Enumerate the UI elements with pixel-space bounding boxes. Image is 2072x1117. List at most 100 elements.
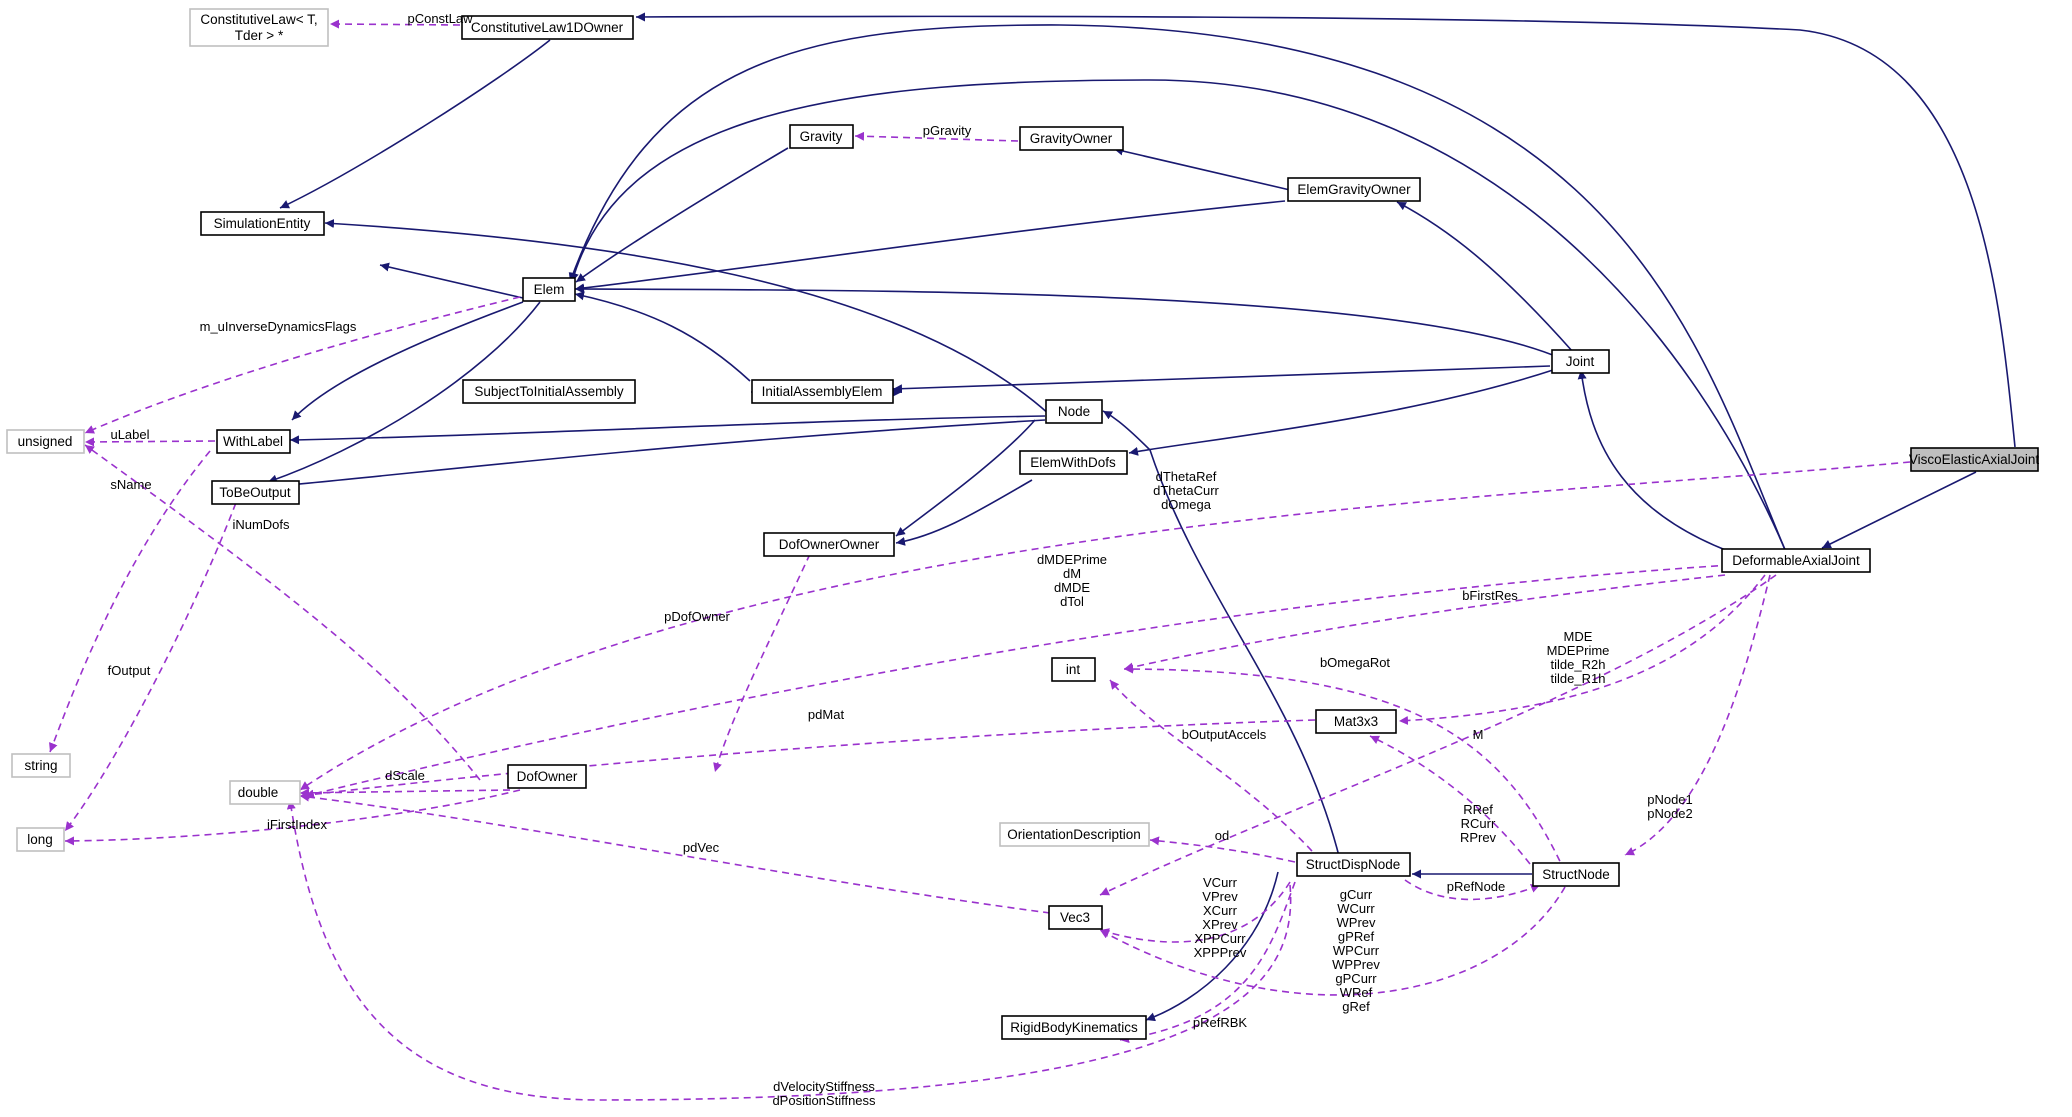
- node-double-label: double: [238, 785, 279, 800]
- edge-label: RRef: [1463, 802, 1493, 817]
- edge-label: pNode1: [1647, 792, 1693, 807]
- node-unsigned[interactable]: unsigned: [6, 429, 85, 454]
- node-rigid-body-kinematics[interactable]: RigidBodyKinematics: [1001, 1015, 1147, 1040]
- node-visco-elastic-axial-joint[interactable]: ViscoElasticAxialJoint: [1909, 447, 2040, 472]
- edge-label: dOmega: [1161, 497, 1212, 512]
- edge-label: RCurr: [1461, 816, 1496, 831]
- node-gravity-owner-label: GravityOwner: [1030, 131, 1113, 146]
- node-deformable-axial-joint[interactable]: DeformableAxialJoint: [1721, 548, 1871, 573]
- edge-label: sName: [110, 477, 151, 492]
- edge-label: uLabel: [110, 427, 149, 442]
- edge-label: pConstLaw: [407, 11, 473, 26]
- node-dof-owner-owner[interactable]: DofOwnerOwner: [763, 532, 895, 557]
- node-node[interactable]: Node: [1045, 399, 1103, 424]
- node-double[interactable]: double: [229, 780, 301, 805]
- node-to-be-output[interactable]: ToBeOutput: [211, 480, 300, 505]
- node-long[interactable]: long: [16, 827, 65, 852]
- edge-label: tilde_R1h: [1551, 671, 1606, 686]
- edge-labels: pConstLaw pGravity m_uInverseDynamicsFla…: [108, 11, 1693, 1108]
- edge-label: fOutput: [108, 663, 151, 678]
- edge-label: bFirstRes: [1462, 588, 1518, 603]
- node-to-be-output-label: ToBeOutput: [219, 485, 291, 500]
- edge-label: bOutputAccels: [1182, 727, 1267, 742]
- node-dof-owner-owner-label: DofOwnerOwner: [779, 537, 880, 552]
- node-constitutive-law[interactable]: ConstitutiveLaw< T, Tder > *: [189, 8, 329, 47]
- node-struct-disp-node[interactable]: StructDispNode: [1296, 852, 1411, 877]
- edge-label: WPrev: [1337, 915, 1377, 930]
- node-simulation-entity-label: SimulationEntity: [214, 216, 311, 231]
- edge-label: pdMat: [808, 707, 845, 722]
- edge-label: XPPPrev: [1194, 945, 1247, 960]
- edge-label: M: [1473, 727, 1484, 742]
- node-constitutive-law-1d-owner[interactable]: ConstitutiveLaw1DOwner: [461, 15, 634, 40]
- edge-label: pRefNode: [1447, 879, 1506, 894]
- node-elem[interactable]: Elem: [522, 277, 576, 302]
- node-with-label[interactable]: WithLabel: [216, 429, 291, 454]
- edge-label: WPPrev: [1332, 957, 1380, 972]
- node-elem-with-dofs[interactable]: ElemWithDofs: [1019, 450, 1128, 475]
- edge-label: pdVec: [683, 840, 720, 855]
- node-joint-label: Joint: [1566, 354, 1595, 369]
- edge-label: dVelocityStiffness: [773, 1079, 875, 1094]
- node-simulation-entity[interactable]: SimulationEntity: [200, 211, 325, 236]
- node-mat3x3[interactable]: Mat3x3: [1315, 709, 1397, 734]
- node-initial-assembly-elem[interactable]: InitialAssemblyElem: [751, 379, 894, 404]
- edge-label: WRef: [1340, 985, 1373, 1000]
- node-vec3-label: Vec3: [1060, 910, 1090, 925]
- node-int[interactable]: int: [1051, 657, 1096, 682]
- node-with-label-label: WithLabel: [223, 434, 283, 449]
- node-struct-node[interactable]: StructNode: [1532, 862, 1620, 887]
- node-constitutive-law-1d-owner-label: ConstitutiveLaw1DOwner: [471, 20, 624, 35]
- edge-label: XPPCurr: [1194, 931, 1246, 946]
- edge-label: gRef: [1342, 999, 1370, 1014]
- node-int-label: int: [1066, 662, 1081, 677]
- edge-label: dTol: [1060, 594, 1084, 609]
- node-elem-gravity-owner-label: ElemGravityOwner: [1297, 182, 1411, 197]
- node-dof-owner[interactable]: DofOwner: [507, 764, 587, 789]
- node-subject-to-initial-assembly-label: SubjectToInitialAssembly: [474, 384, 624, 399]
- edge-label: gPRef: [1338, 929, 1375, 944]
- node-rigid-body-kinematics-label: RigidBodyKinematics: [1010, 1020, 1138, 1035]
- edge-label: gPCurr: [1335, 971, 1377, 986]
- node-deformable-axial-joint-label: DeformableAxialJoint: [1732, 553, 1860, 568]
- node-gravity-owner[interactable]: GravityOwner: [1019, 126, 1124, 151]
- node-initial-assembly-elem-label: InitialAssemblyElem: [762, 384, 883, 399]
- edge-label: WPCurr: [1333, 943, 1380, 958]
- edge-label: tilde_R2h: [1551, 657, 1606, 672]
- node-elem-label: Elem: [534, 282, 565, 297]
- edge-label: VPrev: [1202, 889, 1238, 904]
- edge-label: MDE: [1564, 629, 1593, 644]
- node-long-label: long: [27, 832, 53, 847]
- node-gravity[interactable]: Gravity: [789, 124, 854, 149]
- edge-label: XCurr: [1203, 903, 1238, 918]
- node-elem-with-dofs-label: ElemWithDofs: [1030, 455, 1116, 470]
- node-struct-node-label: StructNode: [1542, 867, 1610, 882]
- edge-label: RPrev: [1460, 830, 1497, 845]
- node-vec3[interactable]: Vec3: [1048, 905, 1103, 930]
- node-visco-elastic-axial-joint-label: ViscoElasticAxialJoint: [1909, 452, 2040, 467]
- node-elem-gravity-owner[interactable]: ElemGravityOwner: [1287, 177, 1421, 202]
- node-orientation-description[interactable]: OrientationDescription: [999, 822, 1150, 847]
- node-dof-owner-label: DofOwner: [517, 769, 578, 784]
- edge-label: WCurr: [1337, 901, 1375, 916]
- inheritance-edges: [267, 12, 2016, 1022]
- edge-label: pNode2: [1647, 806, 1693, 821]
- node-constitutive-law-label-2: Tder > *: [235, 28, 284, 43]
- node-unsigned-label: unsigned: [18, 434, 73, 449]
- edge-label: dM: [1063, 566, 1081, 581]
- edge-label: bOmegaRot: [1320, 655, 1390, 670]
- node-subject-to-initial-assembly[interactable]: SubjectToInitialAssembly: [462, 379, 636, 404]
- edge-label: dPositionStiffness: [772, 1093, 876, 1108]
- edge-label: gCurr: [1340, 887, 1373, 902]
- edge-label: dThetaRef: [1156, 469, 1217, 484]
- edge-label: pRefRBK: [1193, 1015, 1248, 1030]
- node-string[interactable]: string: [11, 753, 71, 778]
- edge-label: od: [1215, 828, 1229, 843]
- edge-label: VCurr: [1203, 875, 1238, 890]
- edge-label: MDEPrime: [1547, 643, 1610, 658]
- node-joint[interactable]: Joint: [1551, 349, 1610, 374]
- edge-label: pDofOwner: [664, 609, 730, 624]
- edge-label: dMDE: [1054, 580, 1090, 595]
- node-gravity-label: Gravity: [800, 129, 843, 144]
